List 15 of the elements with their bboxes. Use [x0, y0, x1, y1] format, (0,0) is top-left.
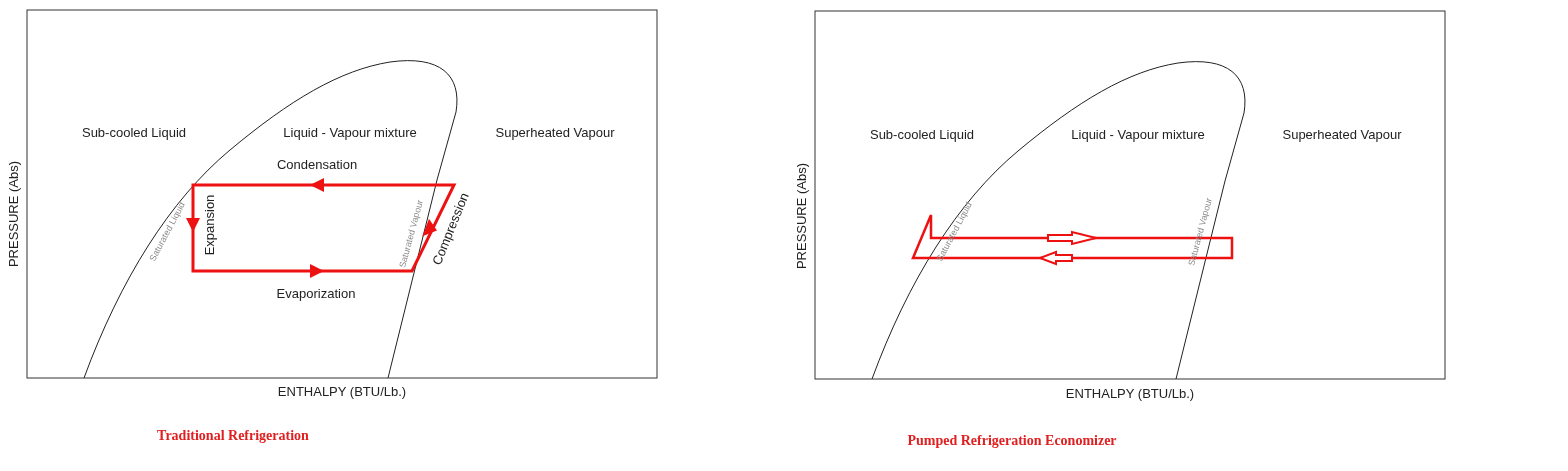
axis-label: ENTHALPY (BTU/Lb.) — [277, 384, 407, 400]
region-label: Sub-cooled Liquid — [81, 125, 187, 141]
process-label: Condensation — [276, 157, 358, 173]
axis-label: PRESSURE (Abs) — [6, 160, 22, 268]
diagram-caption: Traditional Refrigeration — [157, 428, 309, 444]
diagram-caption: Pumped Refrigeration Economizer — [907, 433, 1117, 449]
process-label: Evaporization — [276, 286, 356, 302]
region-label: Superheated Vapour — [1282, 127, 1402, 143]
region-label: Liquid - Vapour mixture — [1071, 127, 1205, 143]
region-label: Liquid - Vapour mixture — [283, 125, 417, 141]
region-label: Sub-cooled Liquid — [869, 127, 975, 143]
axis-label: PRESSURE (Abs) — [794, 162, 810, 270]
region-label: Superheated Vapour — [495, 125, 615, 141]
process-label: Expansion — [202, 194, 218, 256]
axis-label: ENTHALPY (BTU/Lb.) — [1065, 386, 1195, 402]
